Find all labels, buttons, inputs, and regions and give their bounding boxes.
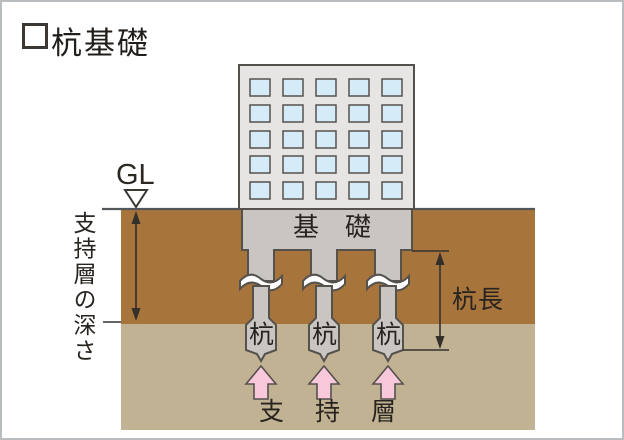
window (348, 78, 370, 97)
pile-length-dimension-arrow (403, 250, 449, 351)
window (249, 181, 271, 200)
window (315, 78, 337, 97)
bearing-depth-label: 支持層の深さ (70, 211, 96, 364)
window (381, 104, 403, 123)
building-windows (249, 78, 403, 200)
window (348, 104, 370, 123)
window (381, 155, 403, 174)
window (282, 104, 304, 123)
pile-length-label: 杭長 (452, 286, 505, 314)
figure-title-text: 杭基礎 (51, 26, 150, 61)
window (282, 155, 304, 174)
window (249, 130, 271, 149)
window (282, 78, 304, 97)
pile-label: 杭 (376, 321, 402, 349)
window (315, 155, 337, 174)
window (249, 104, 271, 123)
pile-label: 杭 (312, 321, 338, 349)
window (282, 130, 304, 149)
window (348, 130, 370, 149)
window (249, 155, 271, 174)
square-bullet-icon (22, 23, 48, 49)
window (249, 78, 271, 97)
window (381, 181, 403, 200)
window (381, 130, 403, 149)
foundation-label: 基礎 (293, 212, 398, 242)
figure-title: 杭基礎 (22, 18, 150, 63)
window (381, 78, 403, 97)
window (348, 181, 370, 200)
bearing-layer-label: 支持層 (259, 398, 428, 426)
window (315, 181, 337, 200)
gl-label: GL (116, 159, 155, 191)
window (315, 104, 337, 123)
window (315, 130, 337, 149)
window (282, 181, 304, 200)
pile-label: 杭 (249, 321, 275, 349)
gl-marker-icon (123, 189, 149, 209)
depth-dimension-arrow (103, 211, 141, 323)
window (348, 155, 370, 174)
